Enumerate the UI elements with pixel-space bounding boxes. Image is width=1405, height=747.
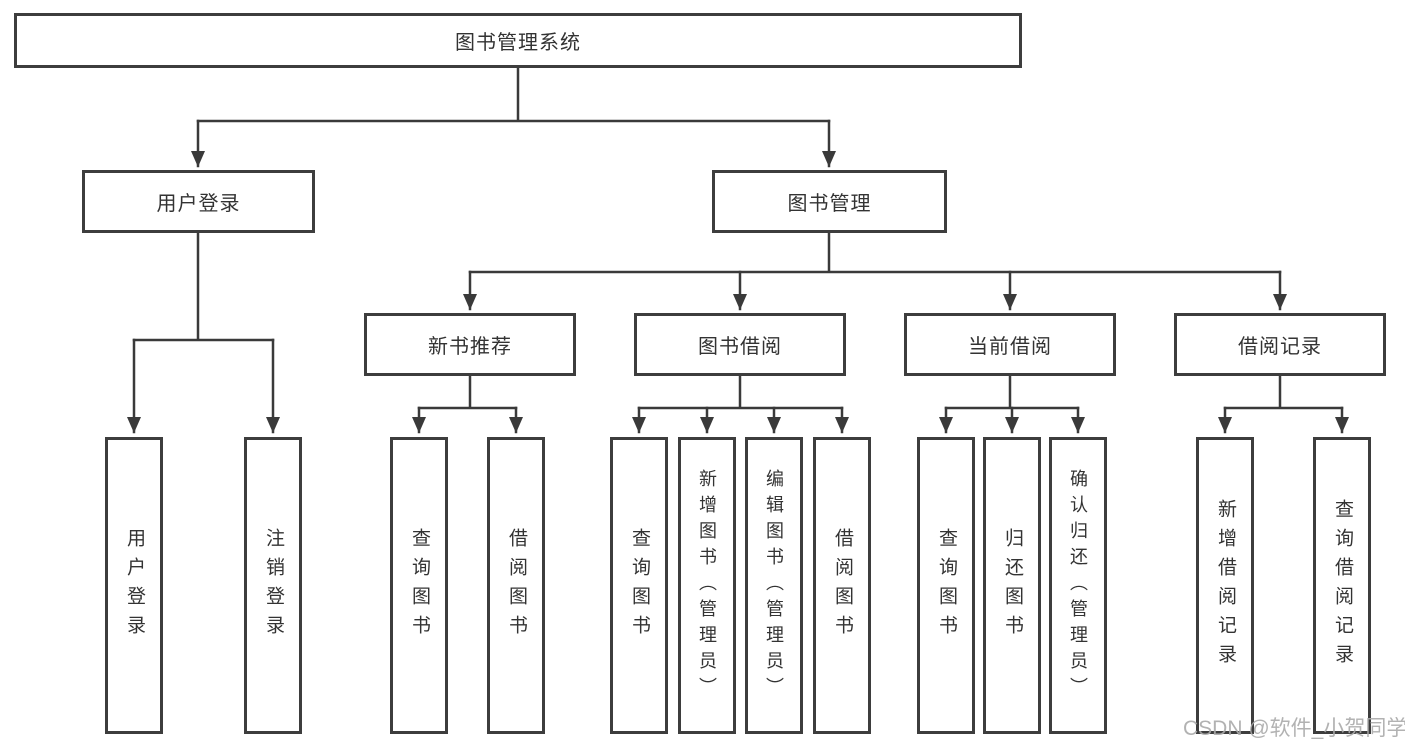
node-book-borrowing: 图书借阅 [634,313,846,376]
node-leaf-query-books-borrowing: 查询图书 [610,437,668,734]
node-leaf-query-books-recommend: 查询图书 [390,437,448,734]
node-leaf-confirm-return-admin: 确认归还（管理员） [1049,437,1107,734]
node-current-borrowing: 当前借阅 [904,313,1116,376]
node-leaf-return-books: 归还图书 [983,437,1041,734]
node-user-login: 用户登录 [82,170,315,233]
node-leaf-add-borrow-record: 新增借阅记录 [1196,437,1254,734]
node-leaf-query-borrow-record: 查询借阅记录 [1313,437,1371,734]
node-leaf-add-books-admin: 新增图书（管理员） [678,437,736,734]
csdn-watermark: CSDN @软件_小贺同学 [1183,717,1405,740]
node-book-management: 图书管理 [712,170,947,233]
node-leaf-borrow-books: 借阅图书 [813,437,871,734]
node-leaf-borrow-books-recommend: 借阅图书 [487,437,545,734]
node-borrowing-records: 借阅记录 [1174,313,1386,376]
node-new-book-recommend: 新书推荐 [364,313,576,376]
node-leaf-edit-books-admin: 编辑图书（管理员） [745,437,803,734]
node-library-management-system: 图书管理系统 [14,13,1022,68]
node-leaf-query-books-current: 查询图书 [917,437,975,734]
node-leaf-logout: 注销登录 [244,437,302,734]
node-leaf-user-login: 用户登录 [105,437,163,734]
